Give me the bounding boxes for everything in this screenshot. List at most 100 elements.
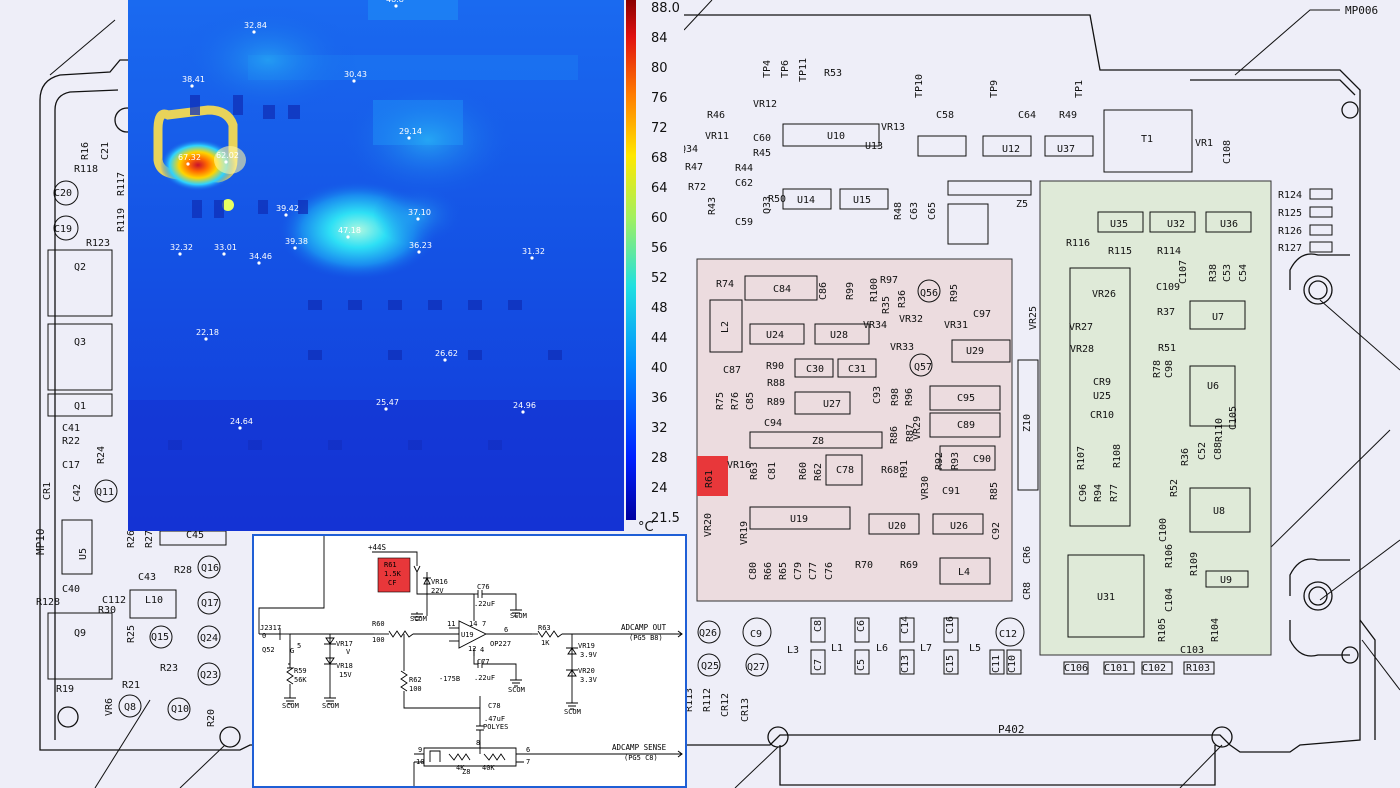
ref-r61: R61 <box>704 470 715 488</box>
ref-t1: T1 <box>1141 134 1153 145</box>
pink-region <box>696 258 1013 602</box>
ref-r91: R91 <box>899 460 910 478</box>
ref-r22: R22 <box>62 436 80 447</box>
ref-u9: U9 <box>1220 575 1232 586</box>
ref-r127: R127 <box>1278 243 1302 254</box>
pin-14: 14 <box>469 620 477 628</box>
ref-vr33: VR33 <box>890 342 914 353</box>
ref-q24: Q24 <box>200 633 218 644</box>
ref-q3: Q3 <box>74 337 86 348</box>
ref-u26: U26 <box>950 521 968 532</box>
ref-c102: C102 <box>1142 663 1166 674</box>
ref-r95: R95 <box>949 284 960 302</box>
r59-ref: R59 <box>294 667 307 675</box>
ref-c7: C7 <box>813 659 824 671</box>
ref-c9: C9 <box>750 629 762 640</box>
vr19-ref: VR19 <box>578 642 595 650</box>
adcamp-sense-ref: (PG5 C8) <box>624 754 658 762</box>
ref-r78: R78 <box>1152 360 1163 378</box>
vr16-value: 22V <box>431 587 444 595</box>
ref-r62: R62 <box>813 463 824 481</box>
pin-9: 9 <box>418 746 422 754</box>
ref-c78: C78 <box>836 465 854 476</box>
ref-vr13: VR13 <box>881 122 905 133</box>
reading-marker <box>190 84 194 88</box>
c77-ref: C77 <box>477 658 490 666</box>
vr20-value: 3.3V <box>580 676 598 684</box>
ref-u31: U31 <box>1097 592 1115 603</box>
colorbar-tick: 44 <box>651 331 668 346</box>
ref-c86: C86 <box>818 282 829 300</box>
ref-r92: R92 <box>934 452 945 470</box>
temperature-reading: 34.46 <box>249 252 272 261</box>
reading-marker <box>352 79 356 83</box>
ref-c12: C12 <box>999 629 1017 640</box>
ref-r65: R65 <box>778 562 789 580</box>
ref-cr8: CR8 <box>1022 582 1033 600</box>
pin-7: 7 <box>482 620 486 628</box>
ref-q23: Q23 <box>200 670 218 681</box>
reading-marker <box>530 256 534 260</box>
reading-marker <box>394 4 398 8</box>
ref-u14: U14 <box>797 195 815 206</box>
vr18-ref: VR18 <box>336 662 353 670</box>
ref-u32: U32 <box>1167 219 1185 230</box>
ref-u7: U7 <box>1212 312 1224 323</box>
ref-vr20: VR20 <box>703 513 714 537</box>
temperature-reading: 36.23 <box>409 241 432 250</box>
temperature-reading: 67.32 <box>178 153 201 162</box>
c78-type: POLYES <box>483 723 508 731</box>
u19-ref: U19 <box>461 631 474 639</box>
reading-marker <box>204 337 208 341</box>
ref-r106: R106 <box>1164 544 1175 568</box>
ref-r113: R113 <box>684 688 695 712</box>
ref-c112: C112 <box>102 595 126 606</box>
ref-r96: R96 <box>904 388 915 406</box>
colorbar-tick: 48 <box>651 301 668 316</box>
vr19-value: 3.9V <box>580 651 598 659</box>
ref-cr6: CR6 <box>1022 546 1033 564</box>
temperature-reading: 22.18 <box>196 328 219 337</box>
colorbar-tick: 32 <box>651 421 668 436</box>
ref-r88: R88 <box>767 378 785 389</box>
ref-vr28: VR28 <box>1070 344 1094 355</box>
ref-r97: R97 <box>880 275 898 286</box>
ref-vr26: VR26 <box>1092 289 1116 300</box>
schematic-inset: +44S R61 1.5K CF VR16 22V SCOM C76 .22uF… <box>252 534 687 788</box>
ref-r52: R52 <box>1169 479 1180 497</box>
leader-lines <box>49 0 1400 788</box>
ref-u10: U10 <box>827 131 845 142</box>
temperature-reading: 30.43 <box>344 70 367 79</box>
temperature-reading: 32.32 <box>170 243 193 252</box>
ref-u5: U5 <box>78 548 89 560</box>
ref-vr32: VR32 <box>899 314 923 325</box>
ref-l5: L5 <box>969 643 981 654</box>
ref-r87: R87 <box>905 424 916 442</box>
r61-ref: R61 <box>384 561 397 569</box>
ref-r20: R20 <box>206 709 217 727</box>
ref-r118: R118 <box>74 164 98 175</box>
pin-6: 6 <box>504 626 508 634</box>
thermal-features <box>128 0 624 531</box>
ref-q17: Q17 <box>201 598 219 609</box>
ref-r37: R37 <box>1157 307 1175 318</box>
temperature-reading: 62.02 <box>216 151 239 160</box>
temperature-reading: 31.32 <box>522 247 545 256</box>
reading-marker <box>521 410 525 414</box>
scom-5: SCOM <box>508 686 525 694</box>
ref-r36: R36 <box>1180 448 1191 466</box>
c77-value: .22uF <box>474 674 495 682</box>
colorbar-tick: 60 <box>651 211 668 226</box>
ref-r60: R60 <box>798 462 809 480</box>
ref-u24: U24 <box>766 330 784 341</box>
pin-12: 12 <box>468 645 476 653</box>
mp10-label: MP10 <box>34 529 47 556</box>
p402-label: P402 <box>998 723 1025 736</box>
colorbar-tick: 56 <box>651 241 668 256</box>
ref-r72: R72 <box>688 182 706 193</box>
ref-r21: R21 <box>122 680 140 691</box>
ref-c21: C21 <box>100 142 111 160</box>
